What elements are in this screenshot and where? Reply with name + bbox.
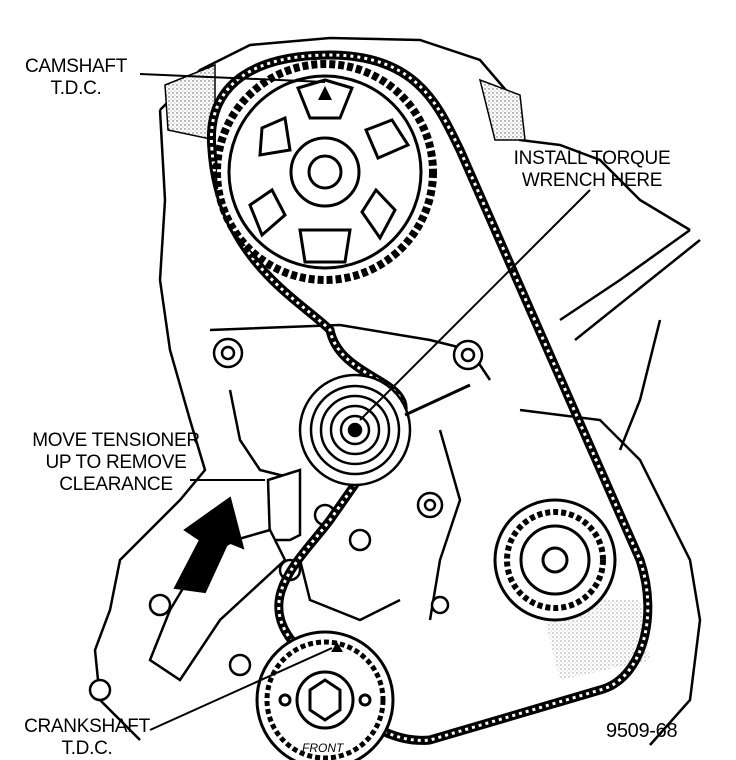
- torque-wrench-label-line2: WRENCH HERE: [521, 170, 663, 191]
- camshaft-label-line2: T.D.C.: [50, 78, 102, 99]
- tensioner-label-line1: MOVE TENSIONER: [32, 430, 200, 451]
- intermediate-sprocket: [493, 498, 617, 622]
- tensioner-label-line2: UP TO REMOVE: [45, 452, 187, 473]
- tensioner-bracket: [148, 468, 302, 682]
- crankshaft-label-line1: CRANKSHAFT: [24, 716, 150, 737]
- crank-front-marking: FRONT: [302, 741, 345, 755]
- tensioner-label-line3: CLEARANCE: [59, 474, 173, 495]
- camshaft-tdc-label: CAMSHAFT T.D.C.: [12, 56, 140, 100]
- torque-wrench-label-line1: INSTALL TORQUE: [513, 148, 671, 169]
- tensioner-pulley: [298, 373, 471, 487]
- crankshaft-label-line2: T.D.C.: [61, 738, 113, 759]
- engine-block: [93, 36, 702, 746]
- leader-lines: [139, 73, 591, 731]
- mounting-bolts: [88, 337, 484, 702]
- camshaft-label-line1: CAMSHAFT: [24, 56, 128, 77]
- crankshaft-sprocket: [255, 630, 395, 760]
- tensioner-label: MOVE TENSIONER UP TO REMOVE CLEARANCE: [18, 430, 214, 496]
- torque-wrench-label: INSTALL TORQUE WRENCH HERE: [500, 148, 684, 192]
- camshaft-sprocket: [213, 60, 437, 284]
- crankshaft-tdc-label: CRANKSHAFT T.D.C.: [6, 716, 168, 760]
- tensioner-direction-arrow: [173, 496, 245, 594]
- figure-number: 9509-68: [606, 720, 678, 742]
- shaded-casting-right: [478, 78, 526, 141]
